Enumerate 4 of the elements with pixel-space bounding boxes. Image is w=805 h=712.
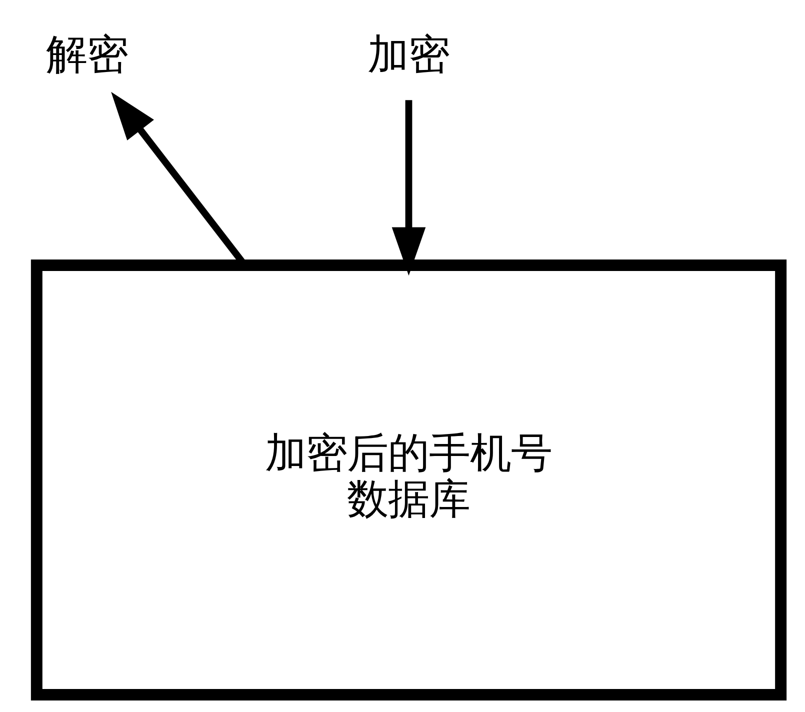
arrow xyxy=(391,100,426,276)
node-text: 解密 xyxy=(46,30,128,79)
node-text: 加密 xyxy=(367,30,450,79)
node-box: 加密后的手机号 数据库 xyxy=(30,260,786,701)
